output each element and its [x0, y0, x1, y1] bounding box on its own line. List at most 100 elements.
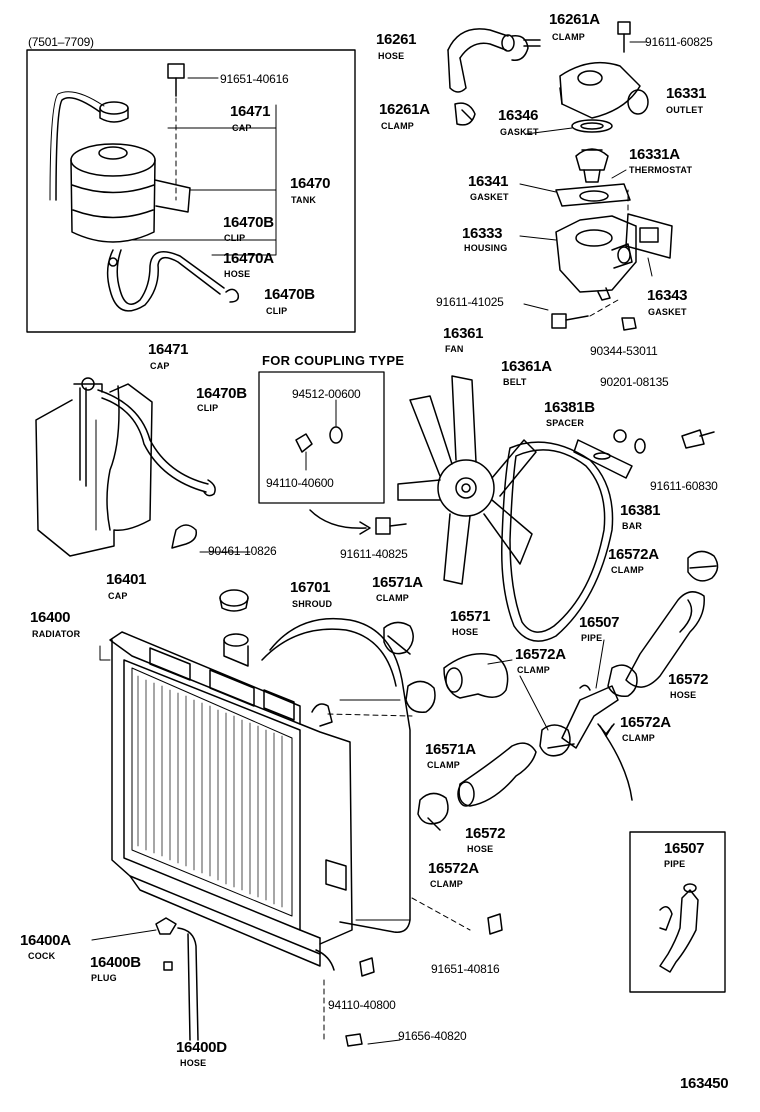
callout-part: 16381: [620, 502, 661, 519]
callout-part: 91611-60825: [645, 35, 713, 49]
callout-name: CAP: [232, 123, 252, 133]
callout-part: 94512-00600: [292, 387, 361, 401]
callout-part: 16333: [462, 225, 503, 242]
callout-name: HOSE: [670, 690, 697, 700]
callout-part: 16471: [230, 103, 271, 120]
pipe-inset-drawing: [659, 883, 699, 973]
callout-part: 16572A: [608, 546, 659, 563]
callout-name: HOSE: [180, 1058, 207, 1068]
callout-part: 16401: [106, 571, 147, 588]
callout-name: HOSE: [467, 844, 494, 854]
callout-part: 90461-10826: [208, 544, 277, 558]
callout-name: PIPE: [581, 633, 603, 643]
belt-drawing: [501, 441, 614, 642]
callout-name: BAR: [622, 521, 643, 531]
figure-number: 163450: [680, 1075, 729, 1092]
callout-part: 16261A: [379, 101, 430, 118]
overflow-tank-drawing: [35, 377, 251, 557]
callout-name: CLAMP: [552, 32, 585, 42]
callout-part: 16571A: [425, 741, 476, 758]
callout-part: 16572A: [620, 714, 671, 731]
callout-part: 16381B: [544, 399, 595, 416]
callout-part: 91611-40825: [340, 547, 408, 561]
callout-part: 94110-40600: [266, 476, 334, 490]
callout-name: CLAMP: [376, 593, 409, 603]
callout-part: 16572A: [428, 860, 479, 877]
callout-part: 91611-60830: [650, 479, 718, 493]
shroud-bolt-91611-40825: [375, 517, 407, 535]
callout-name: GASKET: [500, 127, 539, 137]
callout-name: COCK: [28, 951, 56, 961]
callout-part: 16470B: [264, 286, 315, 303]
callout-part: 16571: [450, 608, 491, 625]
date-range-label: (7501–7709): [28, 35, 94, 49]
callout-part: 16261A: [549, 11, 600, 28]
bar-spacer-drawing: [573, 429, 715, 479]
callout-name: PLUG: [91, 973, 117, 983]
callout-part: 91651-40616: [220, 72, 289, 86]
callout-part: 90201-08135: [600, 375, 669, 389]
callout-name: CLIP: [266, 306, 288, 316]
callout-name: CLIP: [224, 233, 246, 243]
callout-name: RADIATOR: [32, 629, 81, 639]
upper-hoses-drawing: [383, 550, 719, 831]
callout-part: 16346: [498, 107, 539, 124]
callout-name: HOSE: [224, 269, 251, 279]
callout-name: CLIP: [197, 403, 219, 413]
callout-part: 94110-40800: [328, 998, 396, 1012]
callout-part: 16572A: [515, 646, 566, 663]
reservoir-tank-drawing: [49, 63, 277, 312]
callout-part: 16507: [579, 614, 620, 631]
callout-name: THERMOSTAT: [629, 165, 693, 175]
callout-part: 16361: [443, 325, 484, 342]
callout-part: 90344-53011: [590, 344, 658, 358]
callout-part: 16331: [666, 85, 707, 102]
callout-part: 91656-40820: [398, 1029, 467, 1043]
callout-name: BELT: [503, 377, 527, 387]
callout-name: CLAMP: [430, 879, 463, 889]
callout-name: CLAMP: [517, 665, 550, 675]
callout-name: PIPE: [664, 859, 686, 869]
coupling-box-title: FOR COUPLING TYPE: [262, 353, 405, 368]
callout-part: 16470B: [196, 385, 247, 402]
callout-name: HOUSING: [464, 243, 508, 253]
callout-name: GASKET: [470, 192, 509, 202]
callout-part: 91651-40816: [431, 962, 500, 976]
radiator-drawing: [91, 589, 503, 1047]
callout-part: 16470A: [223, 250, 274, 267]
callout-part: 16261: [376, 31, 417, 48]
callout-part: 16361A: [501, 358, 552, 375]
callout-part: 16572: [465, 825, 506, 842]
callout-part: 16331A: [629, 146, 680, 163]
thermostat-assembly-drawing: [447, 21, 673, 331]
callout-name: HOSE: [378, 51, 405, 61]
callout-name: CLAMP: [381, 121, 414, 131]
callout-part: 16341: [468, 173, 509, 190]
callout-part: 16571A: [372, 574, 423, 591]
callout-name: OUTLET: [666, 105, 704, 115]
callout-part: 16701: [290, 579, 331, 596]
callout-part: 16400D: [176, 1039, 227, 1056]
callout-part: 16471: [148, 341, 189, 358]
callout-name: CAP: [108, 591, 128, 601]
callout-name: TANK: [291, 195, 317, 205]
callout-part: 16400B: [90, 954, 141, 971]
callout-name: GASKET: [648, 307, 687, 317]
callout-part: 16470B: [223, 214, 274, 231]
callout-part: 16343: [647, 287, 688, 304]
callout-part: 16400: [30, 609, 71, 626]
callout-name: CLAMP: [611, 565, 644, 575]
callout-name: SHROUD: [292, 599, 333, 609]
callout-part: 16400A: [20, 932, 71, 949]
callout-part: 91611-41025: [436, 295, 504, 309]
shroud-drawing: [261, 617, 413, 933]
callout-part: 16470: [290, 175, 331, 192]
coupling-type-box: [258, 371, 385, 535]
callout-name: SPACER: [546, 418, 585, 428]
callout-name: CLAMP: [622, 733, 655, 743]
pipe-inset-box: [629, 831, 726, 993]
fan-drawing: [397, 375, 537, 585]
callout-part: 16507: [664, 840, 705, 857]
callout-part: 16572: [668, 671, 709, 688]
